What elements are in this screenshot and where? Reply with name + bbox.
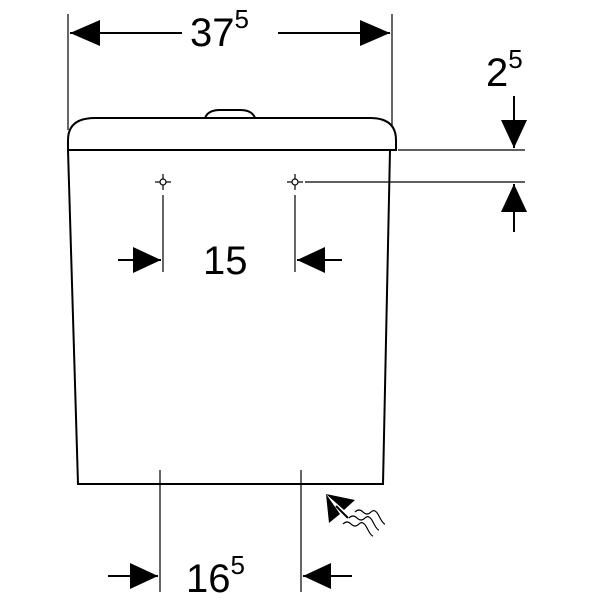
mounting-hole-left [155,174,171,190]
cistern-lid [67,117,397,151]
hole-spacing-arrow-right [297,247,325,273]
top-width-arrow-left [70,20,100,46]
hole-spacing-arrow-left [133,247,161,273]
lid-offset-arrow-bottom [501,184,527,212]
bottom-width-label: 165 [186,550,245,600]
lid-offset-label: 25 [486,44,523,95]
top-width-arrow-right [360,20,390,46]
flush-button [203,109,257,119]
top-width-label: 375 [190,4,249,55]
hole-spacing-label: 15 [203,239,248,283]
bottom-width-arrow-left [130,563,158,589]
water-inlet-icon [326,494,386,537]
bottom-width-arrow-right [303,563,331,589]
cistern-body [66,149,392,485]
lid-offset-arrow-top [501,120,527,148]
mounting-hole-right [287,174,303,190]
